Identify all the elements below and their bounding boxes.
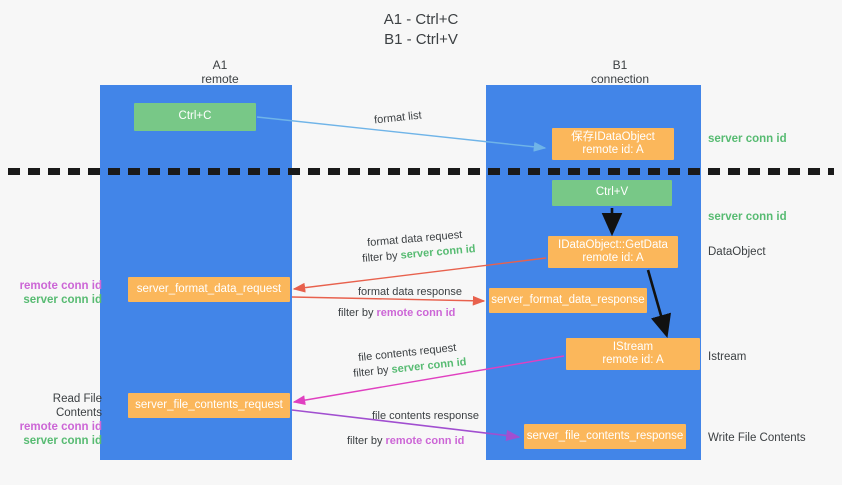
column-header-a1-sub: remote [201, 72, 239, 86]
filter-value-remote-conn-id-2: remote conn id [385, 435, 465, 447]
box-server-format-data-request-label: server_format_data_request [136, 282, 282, 295]
left-label-server-conn-id-1: server conn id [23, 294, 102, 306]
box-server-file-contents-request[interactable]: server_file_contents_request [128, 393, 290, 418]
filter-prefix-2: filter by [338, 307, 377, 319]
separator-dashed-line [8, 168, 834, 175]
right-label-write-file-contents: Write File Contents [708, 432, 806, 444]
arrow-label-file-contents-response: file contents response [372, 410, 480, 422]
box-ctrl-c[interactable]: Ctrl+C [134, 103, 256, 131]
box-getdata-line2: remote id: A [582, 252, 644, 264]
box-server-format-data-request[interactable]: server_format_data_request [128, 277, 290, 302]
box-server-format-data-response[interactable]: server_format_data_response [489, 288, 647, 313]
box-istream-line2: remote id: A [602, 354, 664, 366]
arrow-label-format-data-response-filter: filter by remote conn id [338, 306, 455, 320]
left-label-read-file-contents-group: Read File Contents remote conn id server… [8, 392, 102, 448]
filter-prefix-4: filter by [347, 435, 386, 447]
box-getdata-line1: IDataObject::GetData [558, 238, 668, 251]
left-label-remote-conn-id-1: remote conn id [19, 280, 102, 292]
box-istream-line1: IStream [612, 340, 654, 353]
box-server-file-contents-response-label: server_file_contents_response [526, 429, 684, 442]
box-idataobject-line2: remote id: A [582, 144, 644, 156]
box-istream[interactable]: IStream remote id: A [566, 338, 700, 370]
filter-value-remote-conn-id-1: remote conn id [376, 307, 456, 319]
arrow-label-format-data-response: format data response [358, 286, 462, 298]
column-header-a1: A1 remote [130, 58, 310, 86]
filter-prefix-3: filter by [352, 363, 393, 380]
box-ctrl-c-line1: Ctrl+C [178, 110, 212, 123]
right-label-istream: Istream [708, 351, 747, 363]
filter-prefix-1: filter by [361, 249, 402, 265]
left-label-remote-conn-id-2: remote conn id [19, 421, 102, 433]
box-server-format-data-response-label: server_format_data_response [491, 293, 645, 306]
box-idataobject-getdata[interactable]: IDataObject::GetData remote id: A [548, 236, 678, 268]
left-label-server-conn-id-2: server conn id [23, 435, 102, 447]
column-header-b1: B1 connection [530, 58, 710, 86]
box-idataobject[interactable]: 保存IDataObject remote id: A [552, 128, 674, 160]
page-title: A1 - Ctrl+C B1 - Ctrl+V [0, 10, 842, 50]
right-label-dataobject: DataObject [708, 246, 766, 258]
column-header-a1-name: A1 [212, 58, 228, 72]
column-header-b1-sub: connection [590, 72, 650, 86]
box-server-file-contents-request-label: server_file_contents_request [135, 398, 283, 411]
title-line-2: B1 - Ctrl+V [384, 31, 458, 48]
arrow-label-format-list: format list [373, 109, 423, 127]
right-label-server-conn-id-mid: server conn id [708, 211, 787, 223]
arrow-label-file-contents-response-filter: filter by remote conn id [347, 434, 464, 448]
left-label-read-file-contents: Read File Contents [52, 393, 102, 419]
box-idataobject-line1: 保存IDataObject [571, 130, 655, 143]
box-server-file-contents-response[interactable]: server_file_contents_response [524, 424, 686, 449]
column-header-b1-name: B1 [612, 58, 628, 72]
right-label-server-conn-id-top: server conn id [708, 133, 787, 145]
box-ctrl-v[interactable]: Ctrl+V [552, 180, 672, 206]
title-line-1: A1 - Ctrl+C [383, 11, 459, 28]
box-ctrl-v-line1: Ctrl+V [595, 186, 629, 199]
left-label-conn-ids-1: remote conn id server conn id [8, 279, 102, 307]
